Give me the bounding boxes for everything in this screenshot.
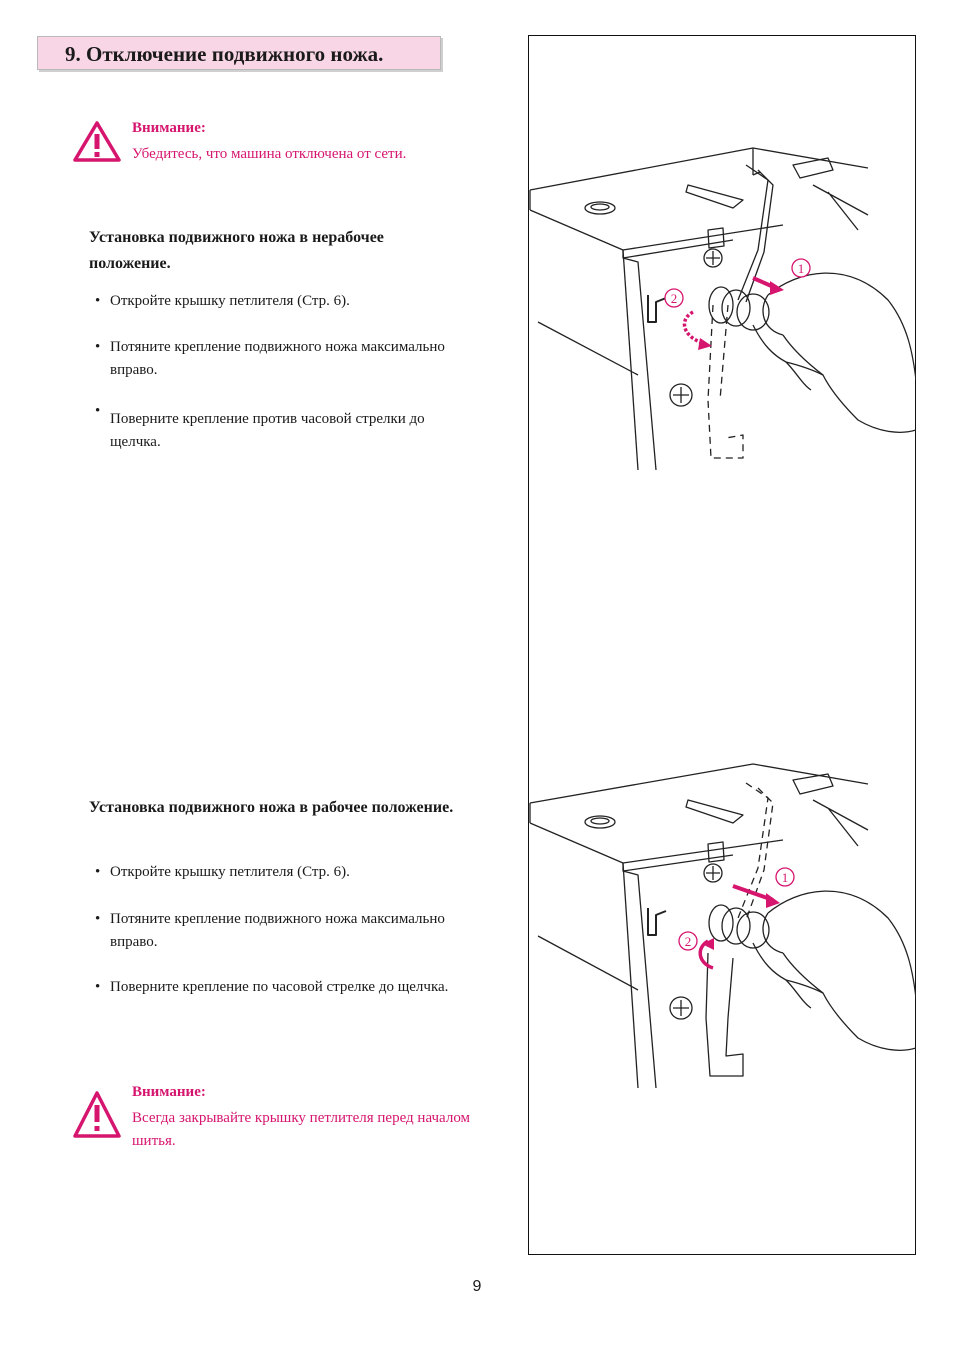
disable-step-1: Откройте крышку петлителя (Стр. 6). (95, 290, 450, 313)
disable-heading: Установка подвижного ножа в нерабочее по… (89, 229, 384, 272)
warning-triangle-icon (73, 1091, 121, 1138)
illustration-disable: 1 2 (529, 147, 916, 471)
marker-1: 1 (798, 261, 805, 276)
enable-step-2: Потяните крепление подвижного ножа макси… (95, 908, 450, 954)
disable-step-2: Потяните крепление подвижного ножа макси… (95, 336, 450, 382)
marker-2: 2 (685, 934, 692, 949)
enable-step-3: Поверните крепление по часовой стрелке д… (95, 976, 450, 999)
warning-text: Всегда закрывайте крышку петлителя перед… (132, 1110, 471, 1149)
illustration-frame (528, 35, 916, 1255)
warning-text: Убедитесь, что машина отключена от сети. (132, 146, 407, 162)
marker-2: 2 (671, 291, 678, 306)
warning-title: Внимание: (132, 1084, 206, 1100)
illustration-enable: 1 2 (529, 763, 916, 1089)
disable-step-3: Поверните крепление против часовой стрел… (95, 400, 450, 454)
warning-triangle-icon (73, 121, 121, 162)
enable-step-1: Откройте крышку петлителя (Стр. 6). (95, 861, 450, 884)
marker-1: 1 (782, 870, 789, 885)
page-number: 9 (472, 1278, 482, 1295)
section-title-box: 9. Отключение подвижного ножа. (37, 36, 441, 70)
enable-heading: Установка подвижного ножа в рабочее поло… (89, 799, 454, 816)
warning-title: Внимание: (132, 120, 206, 136)
section-title: 9. Отключение подвижного ножа. (65, 42, 384, 66)
